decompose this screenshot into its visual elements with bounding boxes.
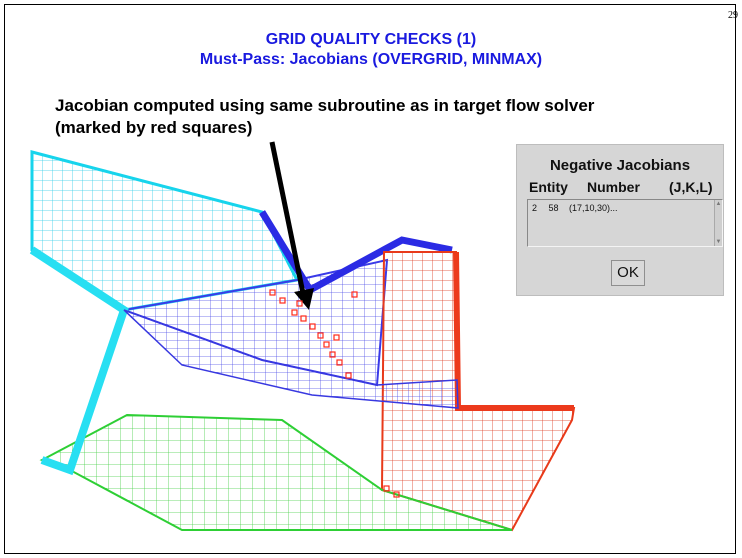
cyan-left-edge	[29, 246, 129, 476]
jacobian-list[interactable]: 2 58 (17,10,30)... ▲ ▼	[527, 199, 723, 247]
row-number: 58	[548, 203, 559, 213]
column-header-jkl: (J,K,L)	[669, 179, 713, 195]
title-line-2: Must-Pass: Jacobians (OVERGRID, MINMAX)	[199, 51, 543, 68]
column-header-number: Number	[587, 179, 640, 195]
negative-jacobians-dialog: Negative Jacobians Entity Number (J,K,L)…	[516, 144, 724, 296]
page-number: 29	[728, 10, 738, 21]
column-header-entity: Entity	[529, 179, 568, 195]
green-mesh-block	[39, 413, 513, 531]
pointer-arrow	[269, 141, 307, 299]
dialog-title: Negative Jacobians	[549, 157, 691, 174]
slide-title: GRID QUALITY CHECKS (1) Must-Pass: Jacob…	[0, 30, 742, 70]
blue-top-edge	[259, 210, 453, 295]
subtitle-line-2: (marked by red squares)	[55, 118, 253, 137]
blue-mid-panel	[123, 309, 459, 409]
subtitle: Jacobian computed using same subroutine …	[55, 95, 735, 139]
row-entity: 2	[532, 203, 538, 213]
list-scrollbar[interactable]: ▲ ▼	[714, 200, 722, 246]
title-line-1: GRID QUALITY CHECKS (1)	[265, 31, 477, 48]
scroll-up-icon[interactable]: ▲	[715, 201, 722, 207]
row-jkl: (17,10,30)...	[569, 203, 618, 213]
red-square-markers	[269, 289, 400, 498]
mesh-visualization	[29, 141, 576, 532]
ok-button[interactable]: OK	[611, 260, 645, 286]
subtitle-line-1: Jacobian computed using same subroutine …	[55, 96, 595, 115]
scroll-down-icon[interactable]: ▼	[715, 239, 722, 245]
list-item[interactable]: 2 58 (17,10,30)...	[532, 203, 618, 213]
pointer-arrowhead	[294, 288, 314, 310]
